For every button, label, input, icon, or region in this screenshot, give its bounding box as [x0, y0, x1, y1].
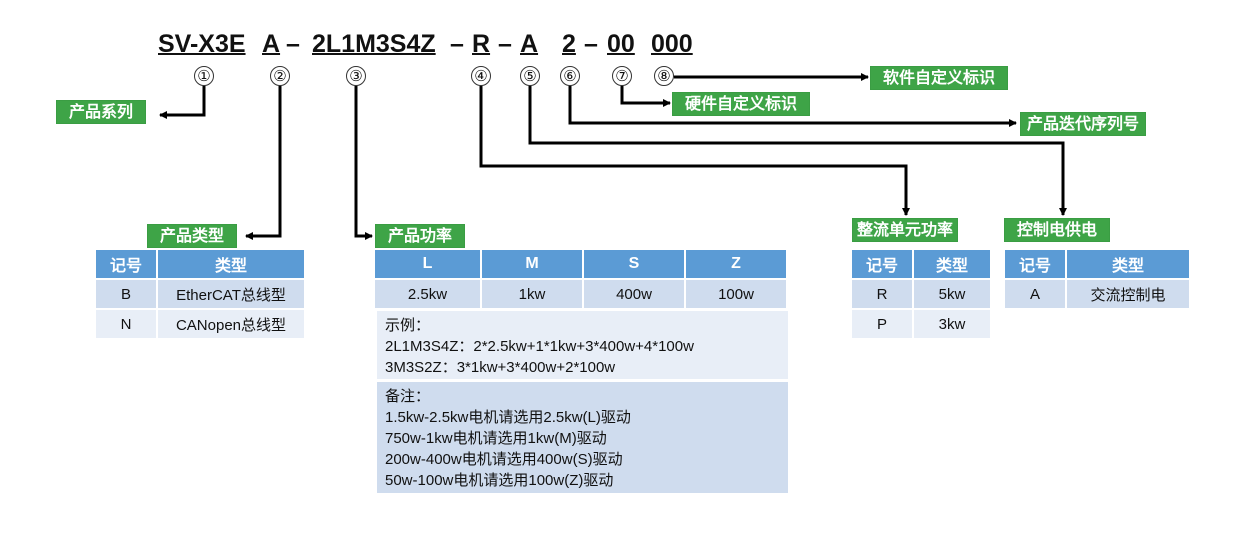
remarks-line: 50w-100w电机请选用100w(Z)驱动: [385, 472, 614, 489]
connector-5: [528, 86, 1067, 216]
code-type: A: [262, 30, 281, 58]
cell: R: [852, 280, 912, 308]
code-series: SV-X3E: [158, 30, 246, 58]
marker-6: ⑥: [560, 66, 580, 86]
header-type: 类型: [158, 250, 304, 278]
label-series: 产品系列: [56, 100, 147, 124]
power-table: L M S Z 2.5kw 1kw 400w 100w: [373, 248, 788, 310]
cell: EtherCAT总线型: [158, 280, 304, 308]
header-type: 类型: [1067, 250, 1189, 278]
code-hardware: 00: [607, 30, 635, 58]
cell: P: [852, 310, 912, 338]
remarks-line: 750w-1kw电机请选用1kw(M)驱动: [385, 430, 607, 447]
cell: 1kw: [482, 280, 582, 308]
example-box: 示例： 2L1M3S4Z：2*2.5kw+1*1kw+3*400w+4*100w…: [377, 311, 788, 379]
remarks-box: 备注： 1.5kw-2.5kw电机请选用2.5kw(L)驱动 750w-1kw电…: [377, 382, 788, 493]
cell: 400w: [584, 280, 684, 308]
separator: –: [286, 30, 300, 58]
header-code: 记号: [1005, 250, 1065, 278]
header-l: L: [375, 250, 480, 278]
marker-5: ⑤: [520, 66, 540, 86]
example-line: 3M3S2Z：3*1kw+3*400w+2*100w: [385, 359, 616, 376]
cell: 交流控制电: [1067, 280, 1189, 308]
cell: 3kw: [914, 310, 990, 338]
remarks-title: 备注：: [385, 388, 431, 405]
cell: 5kw: [914, 280, 990, 308]
connector-3: [354, 86, 373, 240]
header-code: 记号: [852, 250, 912, 278]
label-rectifier: 整流单元功率: [852, 218, 959, 242]
remarks-line: 1.5kw-2.5kw电机请选用2.5kw(L)驱动: [385, 409, 631, 426]
example-line: 2L1M3S4Z：2*2.5kw+1*1kw+3*400w+4*100w: [385, 338, 694, 355]
label-type: 产品类型: [147, 224, 238, 248]
header-type: 类型: [914, 250, 990, 278]
connector-6: [568, 86, 1017, 127]
connector-2: [245, 86, 282, 240]
connector-4: [479, 86, 910, 216]
code-control-supply: A: [520, 30, 539, 58]
marker-4: ④: [471, 66, 491, 86]
label-hardware: 硬件自定义标识: [672, 92, 811, 116]
table-row: 2.5kw 1kw 400w 100w: [375, 280, 786, 308]
cell: 100w: [686, 280, 786, 308]
code-rectifier: R: [472, 30, 491, 58]
marker-1: ①: [194, 66, 214, 86]
separator: –: [450, 30, 464, 58]
marker-2: ②: [270, 66, 290, 86]
connector-7: [620, 86, 671, 107]
connector-1: [159, 86, 206, 119]
header-z: Z: [686, 250, 786, 278]
label-iteration: 产品迭代序列号: [1020, 112, 1147, 136]
code-iteration: 2: [562, 30, 576, 58]
code-software: 000: [651, 30, 693, 58]
label-control-supply: 控制电供电: [1004, 218, 1111, 242]
separator: –: [498, 30, 512, 58]
marker-3: ③: [346, 66, 366, 86]
marker-8: ⑧: [654, 66, 674, 86]
header-s: S: [584, 250, 684, 278]
marker-7: ⑦: [612, 66, 632, 86]
separator: –: [584, 30, 598, 58]
header-m: M: [482, 250, 582, 278]
header-code: 记号: [96, 250, 156, 278]
cell: B: [96, 280, 156, 308]
cell: N: [96, 310, 156, 338]
cell: 2.5kw: [375, 280, 480, 308]
label-power: 产品功率: [375, 224, 466, 248]
code-power: 2L1M3S4Z: [312, 30, 436, 58]
remarks-line: 200w-400w电机请选用400w(S)驱动: [385, 451, 623, 468]
example-title: 示例：: [385, 317, 431, 334]
label-software: 软件自定义标识: [870, 66, 1009, 90]
cell: A: [1005, 280, 1065, 308]
cell: CANopen总线型: [158, 310, 304, 338]
